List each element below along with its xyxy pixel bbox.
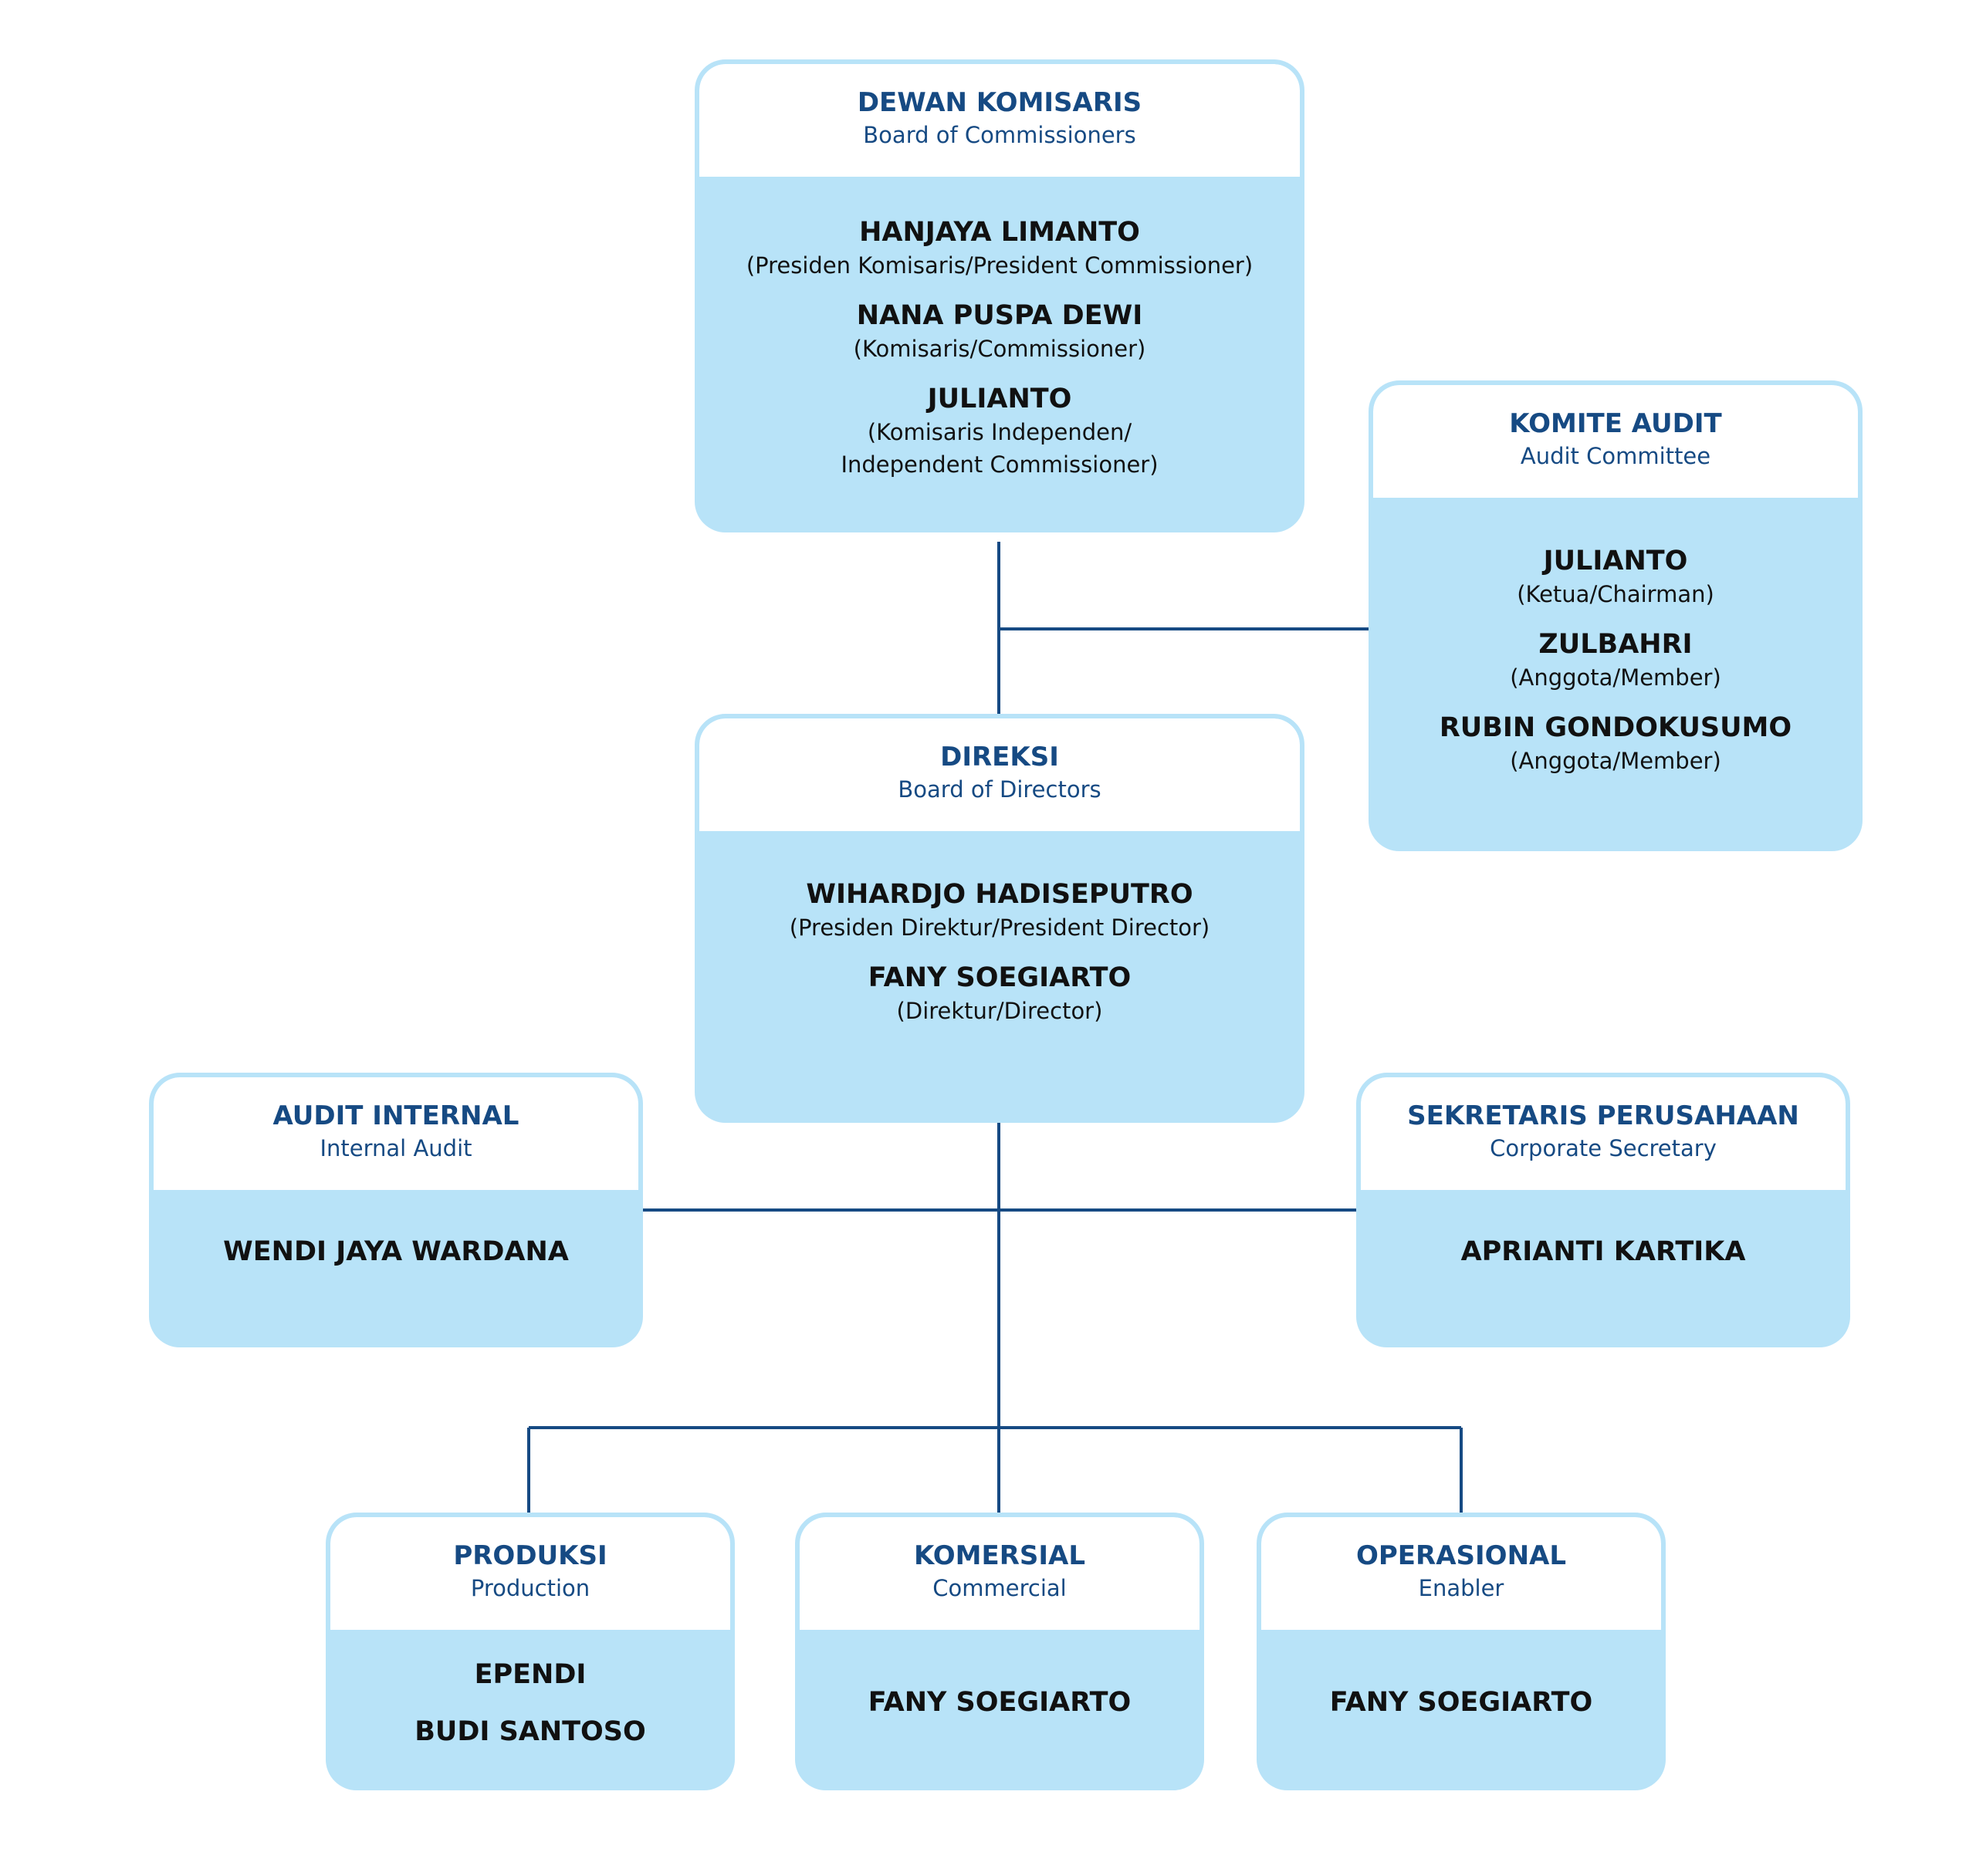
member-name: JULIANTO <box>927 384 1072 414</box>
production-box: PRODUKSI Production EPENDI BUDI SANTOSO <box>326 1513 735 1790</box>
commercial-subtitle: Commercial <box>932 1575 1067 1601</box>
member-role: (Anggota/Member) <box>1510 664 1721 691</box>
member-name: HANJAYA LIMANTO <box>859 217 1140 248</box>
member-name: EPENDI <box>474 1659 587 1690</box>
production-members: EPENDI BUDI SANTOSO <box>330 1630 730 1749</box>
commercial-header: KOMERSIAL Commercial <box>800 1517 1199 1630</box>
boc-header: DEWAN KOMISARIS Board of Commissioners <box>699 64 1300 177</box>
member-entry: RUBIN GONDOKUSUMO (Anggota/Member) <box>1373 711 1858 777</box>
member-role: (Komisaris Independen/ <box>867 419 1132 445</box>
member-name: WENDI JAYA WARDANA <box>223 1236 569 1267</box>
member-name: BUDI SANTOSO <box>414 1716 646 1747</box>
audit-committee-members: JULIANTO (Ketua/Chairman) ZULBAHRI (Angg… <box>1373 498 1858 777</box>
operational-subtitle: Enabler <box>1418 1575 1504 1601</box>
boc-members: HANJAYA LIMANTO (Presiden Komisaris/Pres… <box>699 177 1300 481</box>
production-title: PRODUKSI <box>453 1540 607 1571</box>
member-entry: JULIANTO (Ketua/Chairman) <box>1373 544 1858 610</box>
board-of-directors-box: DIREKSI Board of Directors WIHARDJO HADI… <box>695 714 1304 1123</box>
member-name: FANY SOEGIARTO <box>1329 1687 1593 1718</box>
member-name: JULIANTO <box>1543 546 1688 576</box>
bod-members: WIHARDJO HADISEPUTRO (Presiden Direktur/… <box>699 831 1300 1027</box>
audit-committee-header: KOMITE AUDIT Audit Committee <box>1373 385 1858 498</box>
member-role: (Komisaris/Commissioner) <box>853 336 1146 362</box>
audit-committee-box: KOMITE AUDIT Audit Committee JULIANTO (K… <box>1369 380 1863 851</box>
bod-title: DIREKSI <box>940 742 1059 772</box>
member-name: NANA PUSPA DEWI <box>856 300 1143 331</box>
member-role: (Presiden Komisaris/President Commission… <box>746 252 1254 279</box>
corporate-secretary-box: SEKRETARIS PERUSAHAAN Corporate Secretar… <box>1356 1073 1850 1347</box>
operational-box: OPERASIONAL Enabler FANY SOEGIARTO <box>1257 1513 1666 1790</box>
bod-header: DIREKSI Board of Directors <box>699 718 1300 831</box>
corporate-secretary-members: APRIANTI KARTIKA <box>1361 1190 1846 1269</box>
member-entry: HANJAYA LIMANTO (Presiden Komisaris/Pres… <box>699 215 1300 282</box>
member-role: (Presiden Direktur/President Director) <box>789 914 1210 941</box>
corporate-secretary-header: SEKRETARIS PERUSAHAAN Corporate Secretar… <box>1361 1077 1846 1190</box>
bod-subtitle: Board of Directors <box>898 776 1101 803</box>
member-entry: WIHARDJO HADISEPUTRO (Presiden Direktur/… <box>699 877 1300 944</box>
member-entry: NANA PUSPA DEWI (Komisaris/Commissioner) <box>699 299 1300 365</box>
internal-audit-box: AUDIT INTERNAL Internal Audit WENDI JAYA… <box>149 1073 643 1347</box>
audit-committee-subtitle: Audit Committee <box>1520 443 1711 469</box>
corporate-secretary-title: SEKRETARIS PERUSAHAAN <box>1407 1100 1799 1131</box>
member-entry: ZULBAHRI (Anggota/Member) <box>1373 627 1858 694</box>
member-role: (Ketua/Chairman) <box>1517 581 1714 607</box>
member-role: (Anggota/Member) <box>1510 748 1721 774</box>
production-header: PRODUKSI Production <box>330 1517 730 1630</box>
member-entry: JULIANTO (Komisaris Independen/ Independ… <box>699 382 1300 481</box>
internal-audit-members: WENDI JAYA WARDANA <box>154 1190 638 1269</box>
board-of-commissioners-box: DEWAN KOMISARIS Board of Commissioners H… <box>695 59 1304 532</box>
member-name: WIHARDJO HADISEPUTRO <box>806 879 1193 910</box>
boc-subtitle: Board of Commissioners <box>863 122 1136 148</box>
operational-members: FANY SOEGIARTO <box>1261 1630 1661 1719</box>
audit-committee-title: KOMITE AUDIT <box>1509 408 1722 439</box>
commercial-box: KOMERSIAL Commercial FANY SOEGIARTO <box>795 1513 1204 1790</box>
boc-title: DEWAN KOMISARIS <box>857 87 1142 118</box>
commercial-members: FANY SOEGIARTO <box>800 1630 1199 1719</box>
member-name: FANY SOEGIARTO <box>868 962 1132 993</box>
corporate-secretary-subtitle: Corporate Secretary <box>1490 1135 1717 1161</box>
member-name: RUBIN GONDOKUSUMO <box>1439 712 1792 743</box>
internal-audit-header: AUDIT INTERNAL Internal Audit <box>154 1077 638 1190</box>
member-name: APRIANTI KARTIKA <box>1460 1236 1746 1267</box>
member-name: ZULBAHRI <box>1538 629 1693 660</box>
operational-header: OPERASIONAL Enabler <box>1261 1517 1661 1630</box>
member-role-continued: Independent Commissioner) <box>841 451 1159 478</box>
commercial-title: KOMERSIAL <box>913 1540 1086 1571</box>
operational-title: OPERASIONAL <box>1355 1540 1567 1571</box>
internal-audit-subtitle: Internal Audit <box>320 1135 472 1161</box>
internal-audit-title: AUDIT INTERNAL <box>272 1100 519 1131</box>
member-name: FANY SOEGIARTO <box>868 1687 1132 1718</box>
member-role: (Direktur/Director) <box>896 998 1103 1024</box>
production-subtitle: Production <box>470 1575 590 1601</box>
member-entry: FANY SOEGIARTO (Direktur/Director) <box>699 961 1300 1027</box>
